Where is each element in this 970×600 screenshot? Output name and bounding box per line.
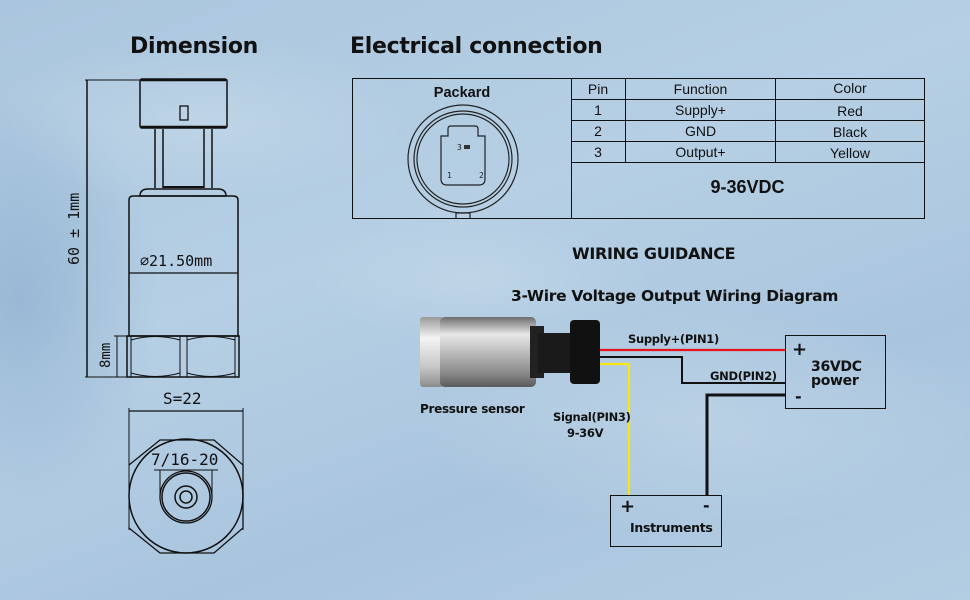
signal-range-label: 9-36V	[567, 426, 604, 440]
power-minus-terminal: -	[795, 387, 802, 406]
packard-connector-cell: Packard 3 1 2	[353, 79, 572, 218]
electrical-connection-title: Electrical connection	[350, 34, 603, 59]
header-pin: Pin	[587, 81, 609, 97]
header-function: Function	[625, 79, 775, 99]
connector-name: Packard	[433, 85, 491, 101]
pressure-sensor-label: Pressure sensor	[420, 402, 525, 416]
power-label: power	[811, 373, 859, 389]
gnd-wire-label: GND(PIN2)	[710, 369, 777, 383]
electrical-connection-table: Packard 3 1 2 Pin Function Color 1 Suppl…	[352, 78, 925, 219]
header-color: Color	[775, 79, 924, 99]
instruments-box: + - Instruments	[610, 495, 722, 547]
gnd-wire	[600, 356, 785, 384]
wiring-guidance-title: WIRING GUIDANCE	[572, 244, 736, 263]
row-pin: 2	[594, 123, 602, 139]
instrument-plus-terminal: +	[620, 496, 636, 517]
table-header-row: Pin Function Color	[571, 79, 924, 100]
row-color: Red	[775, 100, 924, 120]
height-label: 60 ± 1mm	[65, 193, 83, 265]
connector-pin-2: 2	[479, 171, 484, 180]
table-row: 2 GND Black	[571, 121, 924, 142]
signal-wire	[600, 362, 631, 495]
row-function: GND	[625, 121, 775, 141]
pressure-sensor-image	[420, 317, 600, 387]
voltage-range: 9-36VDC	[710, 177, 785, 197]
dimension-title: Dimension	[130, 34, 259, 59]
power-supply-box: + 36VDC power -	[785, 335, 886, 409]
diameter-label: ∅21.50mm	[140, 252, 212, 270]
pin-3-contact	[464, 145, 470, 149]
row-color: Yellow	[775, 142, 924, 162]
table-row: 3 Output+ Yellow	[571, 142, 924, 163]
hex-height-label: 8mm	[98, 343, 114, 368]
row-function: Output+	[625, 142, 775, 162]
packard-connector-icon: 3 1 2	[407, 104, 519, 218]
thread-label: 7/16-20	[151, 450, 218, 469]
connector-pin-1: 1	[447, 171, 452, 180]
power-voltage-label: 36VDC	[811, 359, 862, 375]
row-color: Black	[775, 121, 924, 141]
instrument-minus-terminal: -	[703, 496, 710, 515]
signal-wire-label: Signal(PIN3)	[553, 410, 631, 424]
instruments-label: Instruments	[630, 520, 713, 535]
hex-size-label: S=22	[163, 389, 202, 408]
row-pin: 1	[594, 102, 602, 118]
wiring-diagram-subtitle: 3-Wire Voltage Output Wiring Diagram	[511, 287, 839, 305]
hex-nut-outline	[126, 335, 240, 378]
table-row: 1 Supply+ Red	[571, 100, 924, 121]
connector-pin-3: 3	[457, 143, 462, 152]
row-function: Supply+	[625, 100, 775, 120]
return-wire	[705, 393, 785, 495]
cap-slot	[179, 105, 189, 121]
power-plus-terminal: +	[792, 339, 808, 360]
sensor-body-outline	[128, 195, 239, 337]
supply-wire-label: Supply+(PIN1)	[628, 332, 719, 346]
row-pin: 3	[594, 144, 602, 160]
